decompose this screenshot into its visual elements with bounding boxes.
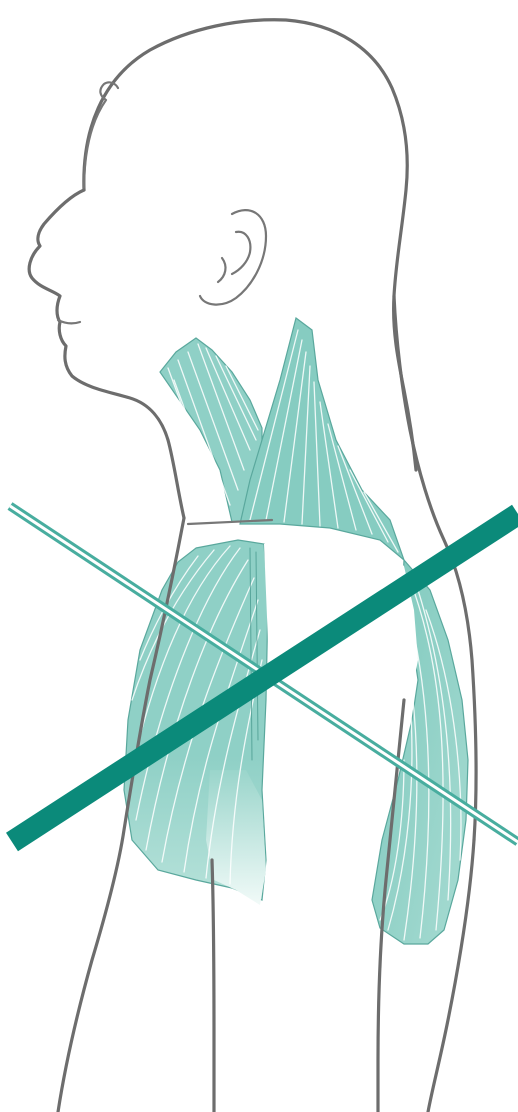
upper-trapezius xyxy=(240,318,404,560)
